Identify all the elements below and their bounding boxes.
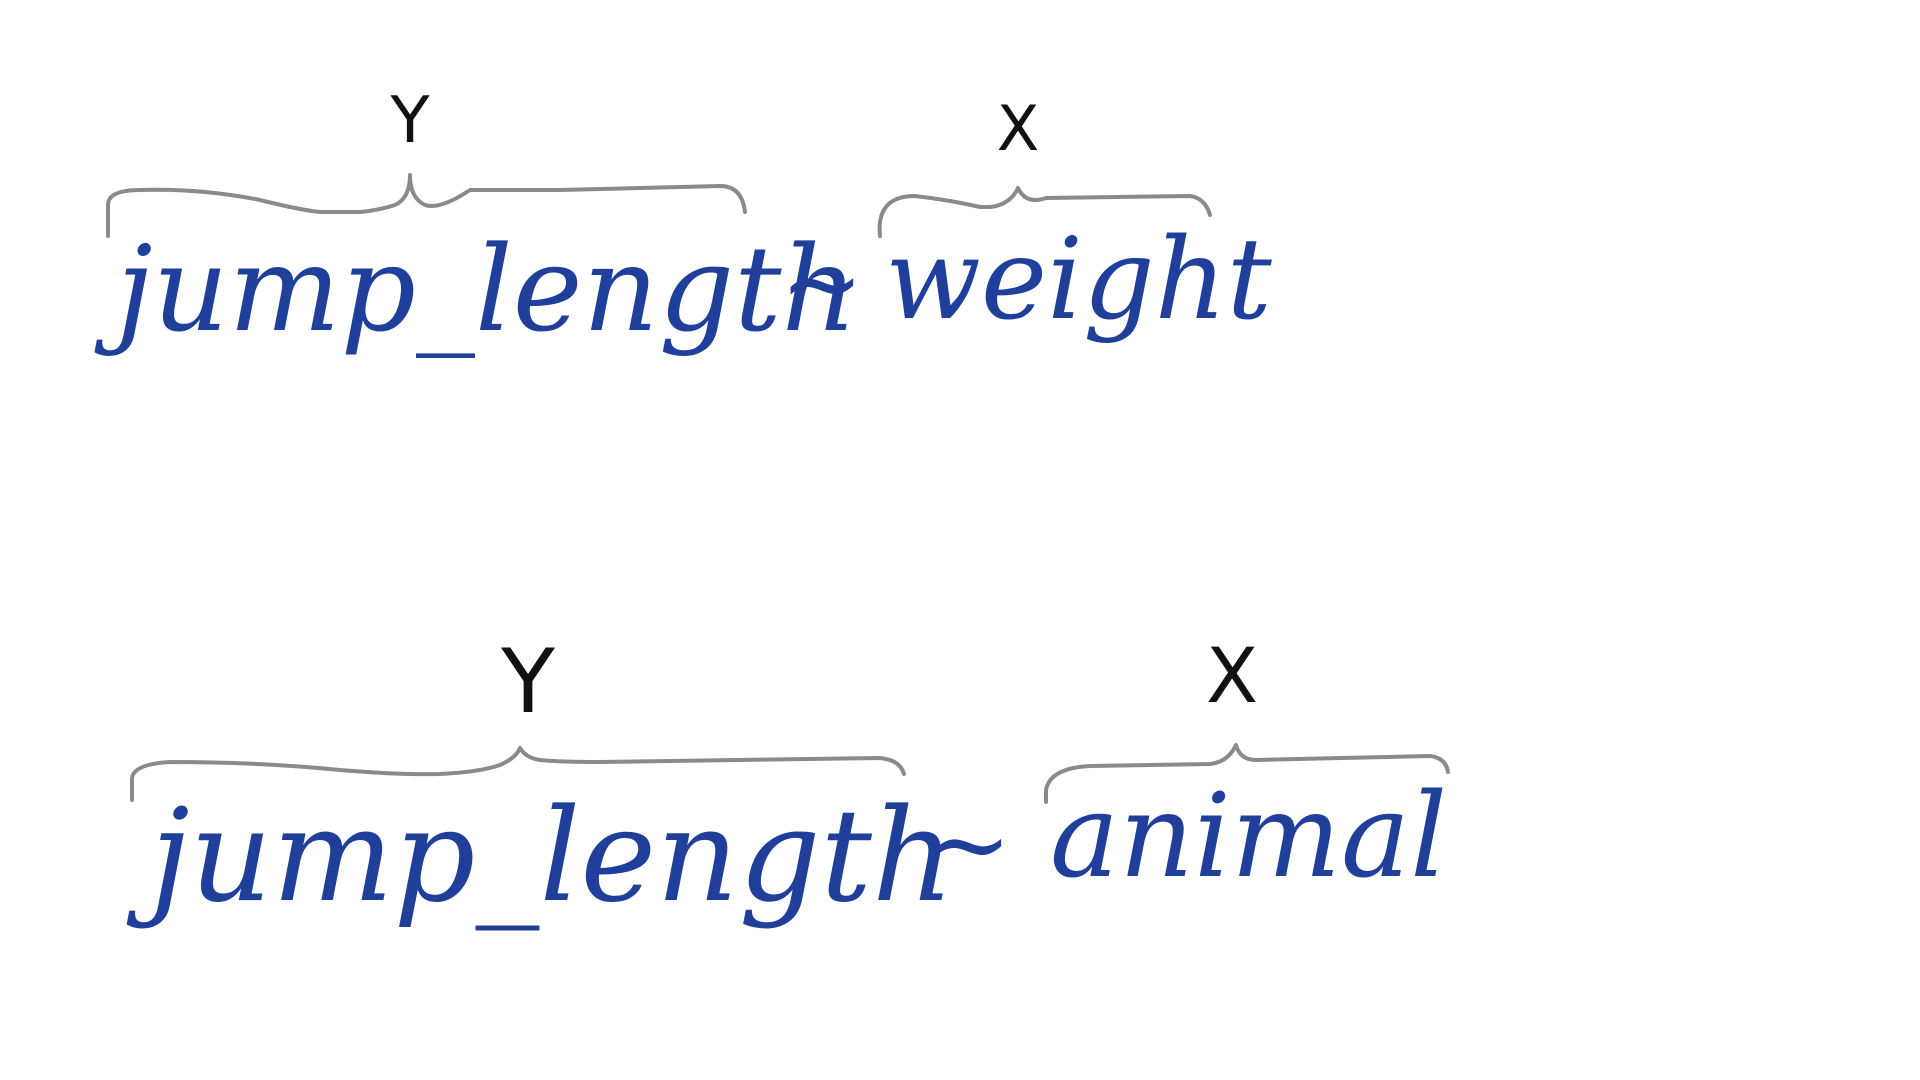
formula-2-response-brace [130,746,906,802]
formula-2-response-label: Y [500,630,555,733]
formula-1-predictor: weight [885,215,1273,345]
formula-2-response: jump_length [126,782,954,931]
formula-1-tilde: ~ [780,225,864,342]
formula-1-response: jump_length [94,220,858,358]
formula-2: Y jump_length ~ X animal [126,630,1450,931]
formula-2-predictor: animal [1050,769,1447,904]
formula-1-predictor-brace [877,186,1212,238]
formula-1-predictor-label: X [997,92,1039,165]
formula-1: Y jump_length ~ X weight [94,84,1273,358]
formula-1-response-label: Y [389,84,430,158]
formula-2-predictor-brace [1044,743,1450,804]
formula-2-tilde: ~ [925,783,1012,905]
formula-1-response-brace [106,173,747,238]
formula-2-predictor-label: X [1206,631,1258,720]
